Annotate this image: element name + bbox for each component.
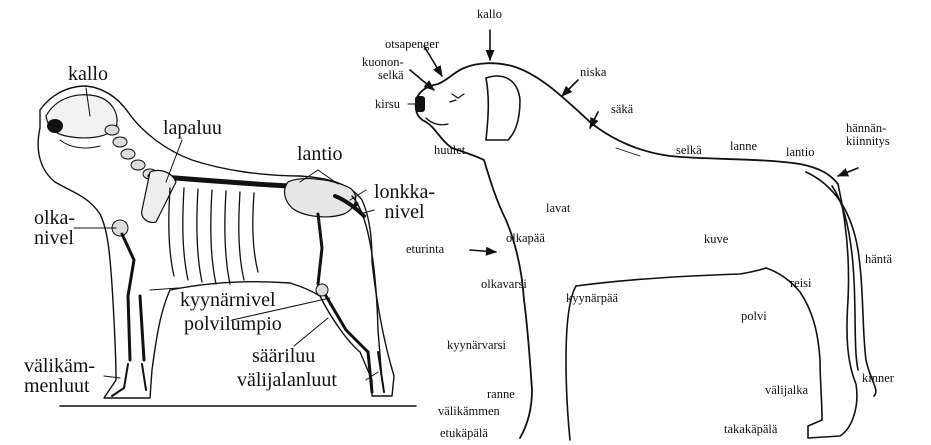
label-selka: selkä: [676, 144, 702, 157]
outline-ear: [486, 76, 520, 140]
label-etukapala: etukäpälä: [440, 427, 488, 440]
label-kyynarnivel: kyynärnivel: [180, 290, 276, 310]
label-olkavarsi: olkavarsi: [481, 278, 527, 291]
label-olkapaa: olkapää: [506, 232, 545, 245]
label-kyynarpaa: kyynärpää: [566, 292, 618, 305]
jaw-line: [60, 140, 100, 148]
label-kinner: kinner: [862, 372, 894, 385]
label-kyynarvarsi: kyynärvarsi: [447, 339, 506, 352]
label-niska: niska: [580, 66, 606, 79]
label-otsapenger: otsapenger: [385, 38, 439, 51]
label-lapaluu: lapaluu: [163, 118, 222, 138]
label-kallo-skeleton: kallo: [68, 64, 108, 84]
label-saariluu: sääriluu: [252, 346, 315, 366]
label-huulet: huulet: [434, 144, 465, 157]
label-olkanivel: olka- nivel: [34, 208, 75, 248]
label-lantio-outline: lantio: [786, 146, 814, 159]
neck-vertebrae: [105, 125, 157, 179]
label-eturinta: eturinta: [406, 243, 444, 256]
outline-nose: [415, 96, 425, 112]
label-saka: säkä: [611, 103, 633, 116]
label-polvi: polvi: [741, 310, 767, 323]
rib-cage: [169, 188, 258, 284]
outline-hind-leg: [766, 184, 857, 438]
label-hanta: häntä: [865, 253, 892, 266]
label-lonkkanivel: lonkka- nivel: [374, 182, 435, 222]
label-lavat: lavat: [546, 202, 570, 215]
outline-tail: [806, 172, 876, 396]
dog-outline-figure: [408, 30, 876, 440]
label-kuononselka: kuonon- selkä: [362, 56, 404, 81]
label-hannankiinnitys: hännän- kiinnitys: [846, 122, 890, 147]
label-lantio-skeleton: lantio: [297, 144, 343, 164]
eye-socket: [47, 119, 63, 133]
label-kuve: kuve: [704, 233, 728, 246]
label-takakapala: takakäpälä: [724, 423, 777, 436]
label-valijalka: välijalka: [765, 384, 808, 397]
front-leg-bones: [112, 220, 146, 396]
label-kirsu: kirsu: [375, 98, 400, 111]
label-valijalanluut: välijalanluut: [237, 370, 337, 390]
label-valikammen: välikämmen: [438, 405, 500, 418]
label-valikammenluut: välikäm- menluut: [24, 356, 95, 396]
hind-leg-bones: [316, 214, 384, 392]
label-kallo-outline: kallo: [477, 8, 502, 21]
label-polvilumpio: polvilumpio: [184, 314, 282, 334]
outline-front-leg: [566, 286, 576, 440]
outline-eye: [450, 94, 464, 102]
outline-belly: [576, 268, 766, 286]
label-reisi: reisi: [790, 277, 812, 290]
label-ranne: ranne: [487, 388, 515, 401]
pelvis: [285, 179, 356, 217]
label-lanne: lanne: [730, 140, 757, 153]
